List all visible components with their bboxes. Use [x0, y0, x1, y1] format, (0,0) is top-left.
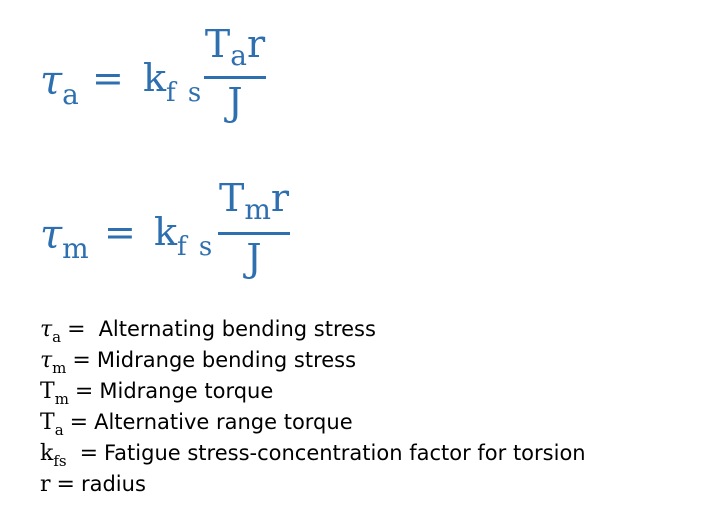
coef-subscript: f s: [166, 78, 204, 108]
def-symbol: Tm: [40, 379, 69, 408]
def-symbol: Ta: [40, 410, 64, 439]
def-symbol: τa: [40, 317, 62, 346]
fraction-numerator: Tar: [204, 22, 266, 72]
fraction: Tmr J: [218, 176, 290, 286]
coef-subscript: f s: [177, 232, 215, 262]
fraction: Tar J: [204, 22, 266, 132]
def-text: Midrange torque: [99, 379, 274, 403]
lhs-tau-a: τa: [40, 58, 79, 111]
fraction-denominator: J: [246, 236, 262, 280]
definitions-list: τa= Alternating bending stress τm=Midran…: [40, 314, 586, 500]
num-symbol: T: [204, 22, 231, 66]
def-symbol: kfs: [40, 441, 67, 470]
num-subscript: m: [244, 193, 271, 226]
equation-alternating-shear: τa = kf s Tar J: [0, 0, 707, 140]
def-text: Alternative range torque: [94, 410, 353, 434]
fraction-bar: [218, 232, 290, 235]
def-equals: =: [69, 410, 89, 435]
def-text: Midrange bending stress: [96, 348, 357, 372]
lhs-subscript: a: [62, 78, 79, 111]
definition-t-a: Ta=Alternative range torque: [40, 407, 586, 439]
coefficient-kfs: kf s: [143, 56, 203, 108]
num-subscript: a: [230, 39, 247, 72]
def-text: Alternating bending stress: [98, 317, 376, 341]
fraction-denominator: J: [227, 80, 243, 124]
lhs-symbol: τ: [40, 58, 63, 104]
definition-tau-a: τa= Alternating bending stress: [40, 314, 586, 346]
def-text: Fatigue stress-concentration factor for …: [104, 441, 586, 465]
num-tail: r: [246, 22, 266, 66]
coef-symbol: k: [154, 210, 178, 254]
num-symbol: T: [218, 176, 245, 220]
definition-tau-m: τm=Midrange bending stress: [40, 345, 586, 377]
equation-midrange-shear: τm = kf s Tmr J: [40, 176, 290, 286]
lhs-tau-m: τm: [40, 212, 89, 265]
def-symbol: τm: [40, 348, 67, 377]
def-text: radius: [80, 472, 146, 496]
coef-symbol: k: [143, 56, 167, 100]
definition-kfs: kfs =Fatigue stress-concentration factor…: [40, 438, 586, 470]
equals-sign: =: [104, 210, 136, 254]
fraction-numerator: Tmr: [218, 176, 290, 226]
lhs-subscript: m: [62, 232, 89, 265]
coefficient-kfs: kf s: [154, 210, 214, 262]
num-tail: r: [270, 176, 290, 220]
def-equals: =: [72, 348, 91, 373]
definition-t-m: Tm=Midrange torque: [40, 376, 586, 408]
def-equals: =: [56, 472, 75, 497]
equals-sign: =: [92, 56, 124, 100]
def-equals: =: [72, 441, 99, 466]
definition-r: r=radius: [40, 469, 586, 500]
fraction-bar: [204, 76, 266, 79]
def-symbol: r: [40, 472, 51, 497]
def-equals: =: [67, 317, 93, 342]
lhs-symbol: τ: [40, 212, 63, 258]
def-equals: =: [74, 379, 94, 404]
